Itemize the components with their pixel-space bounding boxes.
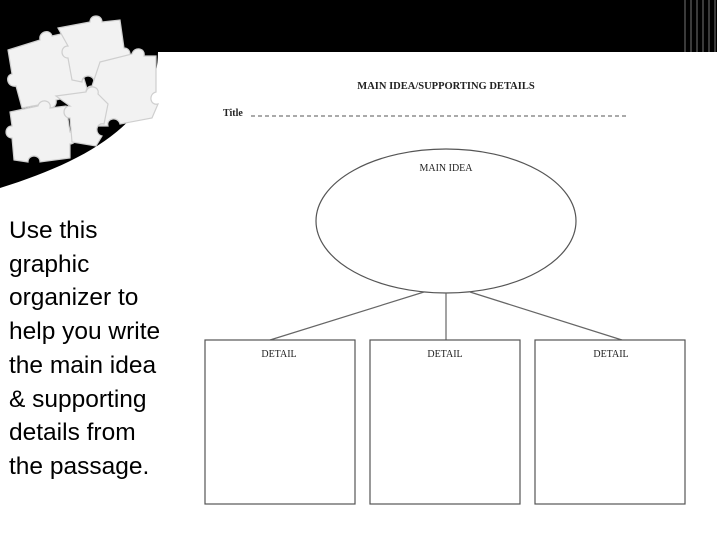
- detail-box-1: [204, 339, 356, 505]
- main-idea-label: MAIN IDEA: [419, 163, 473, 174]
- connector-right: [469, 291, 623, 341]
- organizer-heading: MAIN IDEA/SUPPORTING DETAILS: [357, 81, 535, 92]
- detail-box-3: [534, 339, 686, 505]
- detail-label-2: DETAIL: [427, 349, 462, 360]
- instruction-text: Use this graphic organizer to help you w…: [9, 217, 161, 480]
- detail-label-3: DETAIL: [593, 349, 628, 360]
- connector-left: [269, 291, 425, 341]
- puzzle-pieces-icon: [0, 0, 160, 188]
- corner-stripes: [680, 0, 717, 52]
- detail-box-2: [369, 339, 521, 505]
- title-label: Title: [223, 108, 243, 119]
- detail-label-1: DETAIL: [261, 349, 296, 360]
